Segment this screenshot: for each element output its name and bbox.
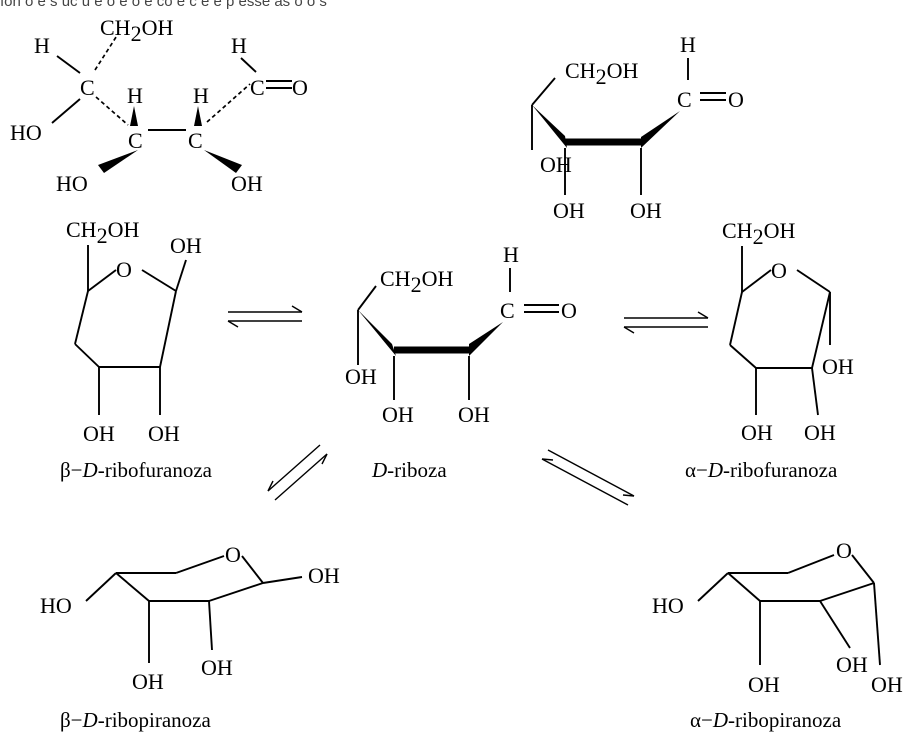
atom-oh: OH [836, 652, 868, 677]
atom-oh: OH [804, 420, 836, 445]
atom-oh: OH [553, 198, 585, 223]
atom-ch2oh: CH2OH [100, 15, 173, 46]
atom-oh: OH [83, 421, 115, 446]
caption-d-ribose: D-riboza [371, 458, 447, 482]
atom-o: O [836, 538, 852, 563]
structure-open-chain-perspective: CH2OH H C O OH OH OH [531, 32, 744, 223]
atom-c: C [677, 87, 692, 112]
atom-oh: OH [345, 364, 377, 389]
caption-alpha-d-ribofuranose: α−D-ribofuranoza [685, 458, 838, 482]
equilibrium-arrow-left [227, 305, 303, 328]
atom-o: O [771, 258, 787, 283]
atom-c: C [80, 75, 95, 100]
atom-oh: OH [201, 655, 233, 680]
atom-h: H [34, 33, 50, 58]
atom-ho: HO [10, 120, 42, 145]
atom-o: O [116, 257, 132, 282]
atom-ch2oh: CH2OH [565, 58, 638, 89]
equilibrium-arrow-right [623, 311, 709, 334]
atom-c: C [188, 128, 203, 153]
atom-ch2oh: CH2OH [66, 217, 139, 248]
atom-oh: OH [132, 669, 164, 694]
atom-ho: HO [652, 593, 684, 618]
atom-h: H [503, 242, 519, 267]
atom-oh: OH [630, 198, 662, 223]
atom-ho: HO [56, 171, 88, 196]
atom-oh: OH [231, 171, 263, 196]
atom-oh: OH [458, 402, 490, 427]
atom-h: H [231, 33, 247, 58]
structure-alpha-furanose: CH2OH O OH OH OH [722, 218, 854, 445]
atom-ho: HO [40, 593, 72, 618]
atom-c: C [250, 75, 265, 100]
atom-h: H [680, 32, 696, 57]
atom-oh: OH [748, 672, 780, 697]
atom-o: O [728, 87, 744, 112]
structure-alpha-pyranose: HO O OH OH OH [652, 538, 903, 697]
atom-oh: OH [540, 152, 572, 177]
equilibrium-arrow-lower-left [267, 444, 328, 501]
structure-d-ribose: CH2OH H C O OH OH OH [345, 242, 577, 427]
caption-beta-d-ribofuranose: β−D-ribofuranoza [60, 458, 213, 482]
atom-ch2oh: CH2OH [722, 218, 795, 249]
cropped-header-text: ıon o e s uc u e o e o e co e c e e p es… [0, 0, 327, 10]
atom-h: H [127, 83, 143, 108]
structure-beta-furanose: CH2OH OH O OH OH [66, 217, 202, 446]
atom-o: O [561, 298, 577, 323]
atom-c: C [500, 298, 515, 323]
atom-oh: OH [382, 402, 414, 427]
atom-h: H [193, 83, 209, 108]
atom-oh: OH [148, 421, 180, 446]
atom-oh: OH [308, 563, 340, 588]
structure-beta-pyranose: HO O OH OH OH [40, 542, 340, 694]
caption-beta-d-ribopyranose: β−D-ribopiranoza [60, 708, 211, 732]
atom-oh: OH [871, 672, 903, 697]
atom-oh: OH [741, 420, 773, 445]
caption-alpha-d-ribopyranose: α−D-ribopiranoza [690, 708, 842, 732]
atom-c: C [128, 128, 143, 153]
equilibrium-arrow-lower-right [541, 449, 635, 506]
structure-open-chain-stereo: H CH2OH C HO C H C H HO OH H C O [10, 15, 308, 196]
atom-oh: OH [822, 354, 854, 379]
atom-oh: OH [170, 233, 202, 258]
atom-ch2oh: CH2OH [380, 266, 453, 297]
atom-o: O [225, 542, 241, 567]
atom-o: O [292, 75, 308, 100]
